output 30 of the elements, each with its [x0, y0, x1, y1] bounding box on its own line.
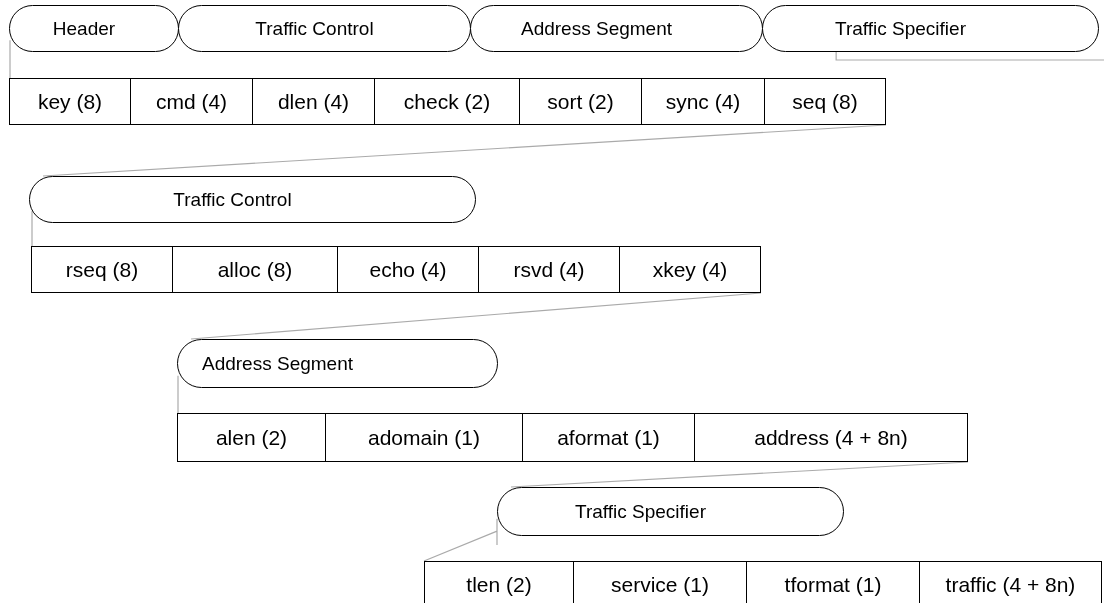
- field-box: traffic (4 + 8n): [919, 561, 1102, 603]
- field-box: rsvd (4): [478, 246, 620, 293]
- field-box: dlen (4): [252, 78, 375, 125]
- segment-pill: Traffic Control: [178, 5, 471, 52]
- segment-pill: Address Segment: [470, 5, 763, 52]
- segment-pill: Traffic Control: [29, 176, 476, 223]
- field-box: sync (4): [641, 78, 765, 125]
- field-box: key (8): [9, 78, 131, 125]
- field-box: check (2): [374, 78, 520, 125]
- field-box: aformat (1): [522, 413, 695, 462]
- expansion-line: [177, 375, 179, 414]
- field-box: sort (2): [519, 78, 642, 125]
- expansion-line: [31, 210, 33, 247]
- field-box: alen (2): [177, 413, 326, 462]
- field-box: adomain (1): [325, 413, 523, 462]
- field-box: seq (8): [764, 78, 886, 125]
- segment-pill: Traffic Specifier: [762, 5, 1099, 52]
- field-box: xkey (4): [619, 246, 761, 293]
- segment-pill: Traffic Specifier: [497, 487, 844, 536]
- expansion-line: [9, 39, 11, 79]
- field-box: alloc (8): [172, 246, 338, 293]
- segment-pill: Address Segment: [177, 339, 498, 388]
- field-box: cmd (4): [130, 78, 253, 125]
- segment-pill: Header: [9, 5, 179, 52]
- field-box: tlen (2): [424, 561, 574, 603]
- expansion-line: [423, 518, 498, 562]
- field-box: address (4 + 8n): [694, 413, 968, 462]
- field-box: echo (4): [337, 246, 479, 293]
- field-box: rseq (8): [31, 246, 173, 293]
- expansion-line: [835, 51, 1104, 61]
